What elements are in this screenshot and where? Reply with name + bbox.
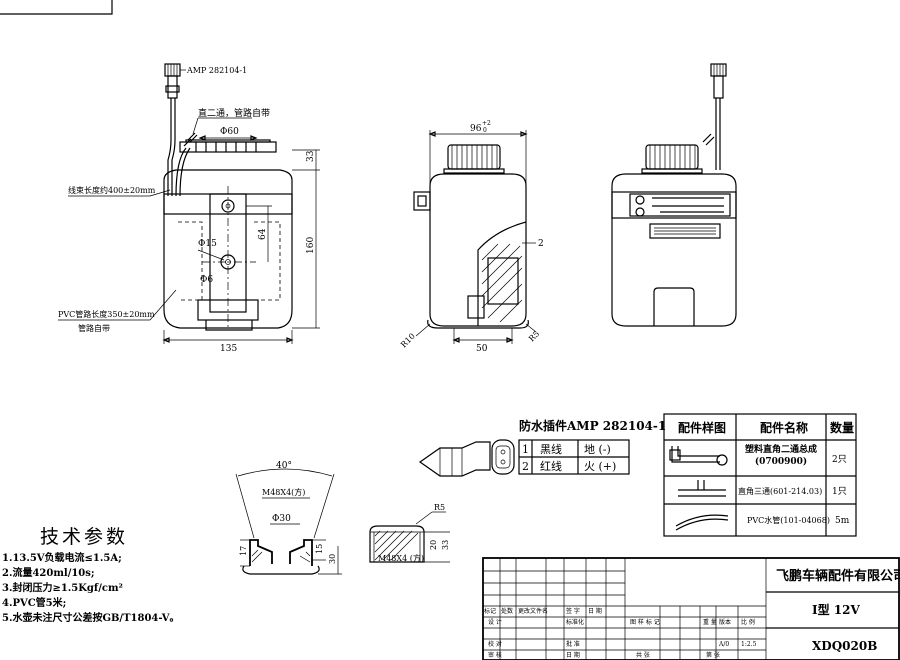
harness-length: 线束长度约400±20mm — [68, 185, 156, 195]
part-3-name: PVC水管(101-04068) — [747, 515, 830, 525]
pin-2: 2 — [522, 460, 529, 473]
tb-scale: 1:2.5 — [741, 641, 757, 648]
dim-dia15: Φ15 — [198, 239, 217, 249]
tech-item-3: 3.封闭压力≥1.5Kgf/cm² — [2, 583, 123, 594]
cap2-dim-b: 33 — [441, 540, 450, 550]
cap-thread: M48X4(方) — [262, 487, 305, 497]
cap2-thread: M48X4 (方) — [378, 553, 424, 563]
pvc-length: PVC管路长度350±20mm — [58, 309, 155, 319]
tb-standard: 标准化 — [566, 618, 584, 626]
connector-table: 防水插件AMP 282104-1 1 黑线 地 (-) 2 红线 火 (+) — [418, 418, 666, 477]
func-1: 地 (-) — [584, 443, 611, 456]
part-2-name: 直角三通(601-214.03) — [738, 486, 822, 496]
tech-title: 技术参数 — [40, 526, 129, 548]
tb-code: XDQ020B — [812, 639, 877, 653]
dim-64: 64 — [258, 228, 268, 240]
tb-label-mark: 标记 — [484, 607, 496, 615]
front-view: AMP 282104-1 直二通，管路自带 Φ60 — [58, 63, 320, 354]
tech-item-4: 4.PVC管5米; — [2, 598, 67, 609]
cap2-dim-a: 20 — [429, 540, 438, 550]
parts-header-qty: 数量 — [830, 420, 854, 435]
tb-scale-label: 比 例 — [741, 618, 755, 626]
pvc-note: 管路自带 — [78, 323, 110, 333]
tb-date: 日 期 — [566, 651, 580, 659]
tech-params: 技术参数 1.13.5V负载电流≤1.5A; 2.流量420ml/10s; 3.… — [2, 522, 202, 626]
dim-50: 50 — [476, 344, 488, 354]
dim-2: 2 — [538, 239, 544, 249]
tb-model: I型 12V — [812, 602, 860, 617]
parts-table: 配件样图 配件名称 数量 塑料直角二通总成 (0700900) 2只 直角三通(… — [663, 413, 857, 537]
cap-angle: 40° — [276, 461, 292, 471]
dim-r5-side: R5 — [527, 329, 541, 343]
elbow-fitting-icon — [669, 446, 728, 466]
dim-33: 33 — [306, 150, 316, 162]
connector-icon — [418, 439, 515, 477]
tb-sheets: 共 张 — [636, 651, 650, 659]
tb-ver-label: 版本 — [719, 618, 731, 626]
cap-dim-15: 15 — [315, 544, 324, 554]
parts-header-sample: 配件样图 — [678, 420, 726, 435]
tee-note: 直二通，管路自带 — [198, 107, 270, 119]
tb-stage: 图 样 标 记 — [630, 618, 660, 626]
tb-label-file: 更改文件名 — [518, 607, 548, 615]
part-3-qty: 5m — [835, 516, 850, 526]
tb-ver: A/0 — [718, 641, 729, 648]
dim-dia6: Φ6 — [200, 275, 213, 285]
part-2-qty: 1只 — [832, 487, 847, 497]
tee-fitting-icon — [678, 480, 726, 497]
tb-label-date: 日 期 — [588, 607, 602, 615]
dim-96-tol: +2 — [482, 120, 491, 127]
tb-sheet: 第 张 — [706, 651, 720, 659]
tb-design: 设 计 — [488, 618, 502, 626]
parts-header-name: 配件名称 — [760, 420, 808, 435]
pin-1: 1 — [522, 443, 529, 456]
frame-corner — [0, 0, 113, 15]
rear-view — [611, 63, 737, 327]
part-1-name: 塑料直角二通总成 (0700900) — [744, 445, 817, 467]
cap-dia30: Φ30 — [272, 514, 291, 524]
tb-weight: 重 量 — [703, 618, 717, 626]
title-block: 标记 处数 更改文件名 签 字 日 期 设 计 标准化 校 对 批 准 审 核 … — [482, 557, 900, 660]
tb-label-sign: 签 字 — [566, 607, 580, 615]
tech-item-2: 2.流量420ml/10s; — [2, 568, 95, 579]
cap2-r5: R5 — [434, 503, 445, 512]
dim-96-tol-low: 0 — [483, 127, 487, 134]
tb-company: 飞鹏车辆配件有限公司 — [776, 568, 900, 584]
dim-dia60: Φ60 — [220, 127, 239, 137]
tech-item-1: 1.13.5V负载电流≤1.5A; — [2, 553, 122, 564]
connector-callout: AMP 282104-1 — [186, 66, 247, 75]
tech-item-5: 5.水壶未注尺寸公差按GB/T1804-V。 — [2, 613, 180, 624]
dim-160: 160 — [306, 237, 316, 254]
dim-96: 96 — [470, 124, 482, 134]
cap-section-view: 40° M48X4(方) Φ30 17 15 30 — [235, 461, 342, 575]
tb-approve: 批 准 — [566, 640, 580, 648]
tb-check: 校 对 — [488, 640, 502, 648]
tb-label-count: 处数 — [501, 607, 513, 615]
connector-table-title: 防水插件AMP 282104-1 — [519, 418, 666, 433]
tb-review: 审 核 — [488, 651, 502, 659]
cap-dim-17: 17 — [239, 546, 248, 556]
dim-r10: R10 — [399, 332, 417, 350]
dim-135: 135 — [220, 344, 237, 354]
wire-2: 红线 — [540, 459, 562, 473]
part-1-qty: 2只 — [832, 455, 847, 465]
wire-1: 黑线 — [540, 442, 562, 456]
cap-dim-30: 30 — [328, 554, 337, 564]
side-view: 96 +2 0 2 50 R10 R5 — [399, 120, 544, 354]
pvc-hose-icon — [675, 514, 729, 531]
cap-detail-view: R5 M48X4 (方) 20 33 — [369, 503, 450, 563]
func-2: 火 (+) — [584, 460, 616, 473]
